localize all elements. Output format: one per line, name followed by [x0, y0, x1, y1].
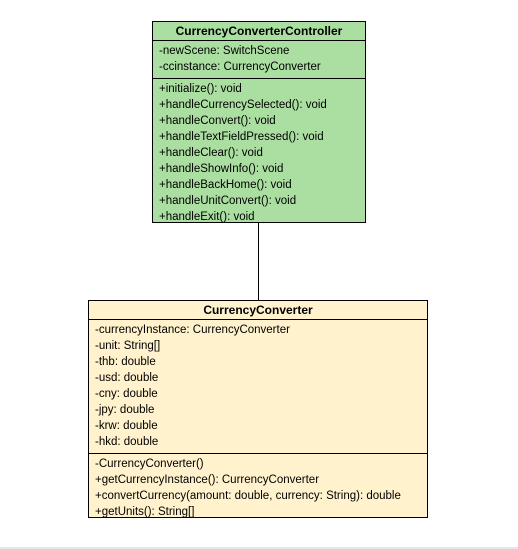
method: +initialize(): void — [159, 83, 242, 95]
association-line — [258, 223, 259, 300]
method: +handleConvert(): void — [159, 115, 276, 127]
method: +handleShowInfo(): void — [159, 163, 284, 175]
method: +handleUnitConvert(): void — [159, 195, 297, 207]
methods-section: +initialize(): void +handleCurrencySelec… — [153, 78, 365, 228]
attribute: -unit: String[] — [95, 340, 161, 352]
attribute: -thb: double — [95, 356, 156, 368]
attribute: -jpy: double — [95, 404, 155, 416]
attributes-section: -newScene: SwitchScene -ccinstance: Curr… — [153, 41, 365, 78]
attribute: -cny: double — [95, 388, 158, 400]
method: +getCurrencyInstance(): CurrencyConverte… — [95, 474, 320, 486]
class-currency-converter-controller[interactable]: CurrencyConverterController -newScene: S… — [152, 21, 366, 223]
method: +handleBackHome(): void — [159, 179, 292, 191]
method: -CurrencyConverter() — [95, 458, 204, 470]
attribute: -krw: double — [95, 420, 158, 432]
method: +convertCurrency(amount: double, currenc… — [95, 490, 401, 502]
method: +getUnits(): String[] — [95, 506, 195, 518]
attribute: -ccinstance: CurrencyConverter — [159, 61, 321, 73]
method: +handleClear(): void — [159, 147, 263, 159]
attribute: -hkd: double — [95, 436, 159, 448]
class-currency-converter[interactable]: CurrencyConverter -currencyInstance: Cur… — [88, 300, 428, 518]
class-name: CurrencyConverterController — [153, 22, 365, 41]
method: +handleCurrencySelected(): void — [159, 99, 327, 111]
attributes-section: -currencyInstance: CurrencyConverter -un… — [89, 320, 427, 453]
attribute: -usd: double — [95, 372, 159, 384]
attribute: -newScene: SwitchScene — [159, 45, 290, 57]
method: +handleExit(): void — [159, 211, 255, 223]
attribute: -currencyInstance: CurrencyConverter — [95, 324, 290, 336]
bottom-divider — [0, 547, 518, 549]
methods-section: -CurrencyConverter() +getCurrencyInstanc… — [89, 453, 427, 523]
method: +handleTextFieldPressed(): void — [159, 131, 324, 143]
class-name: CurrencyConverter — [89, 301, 427, 320]
